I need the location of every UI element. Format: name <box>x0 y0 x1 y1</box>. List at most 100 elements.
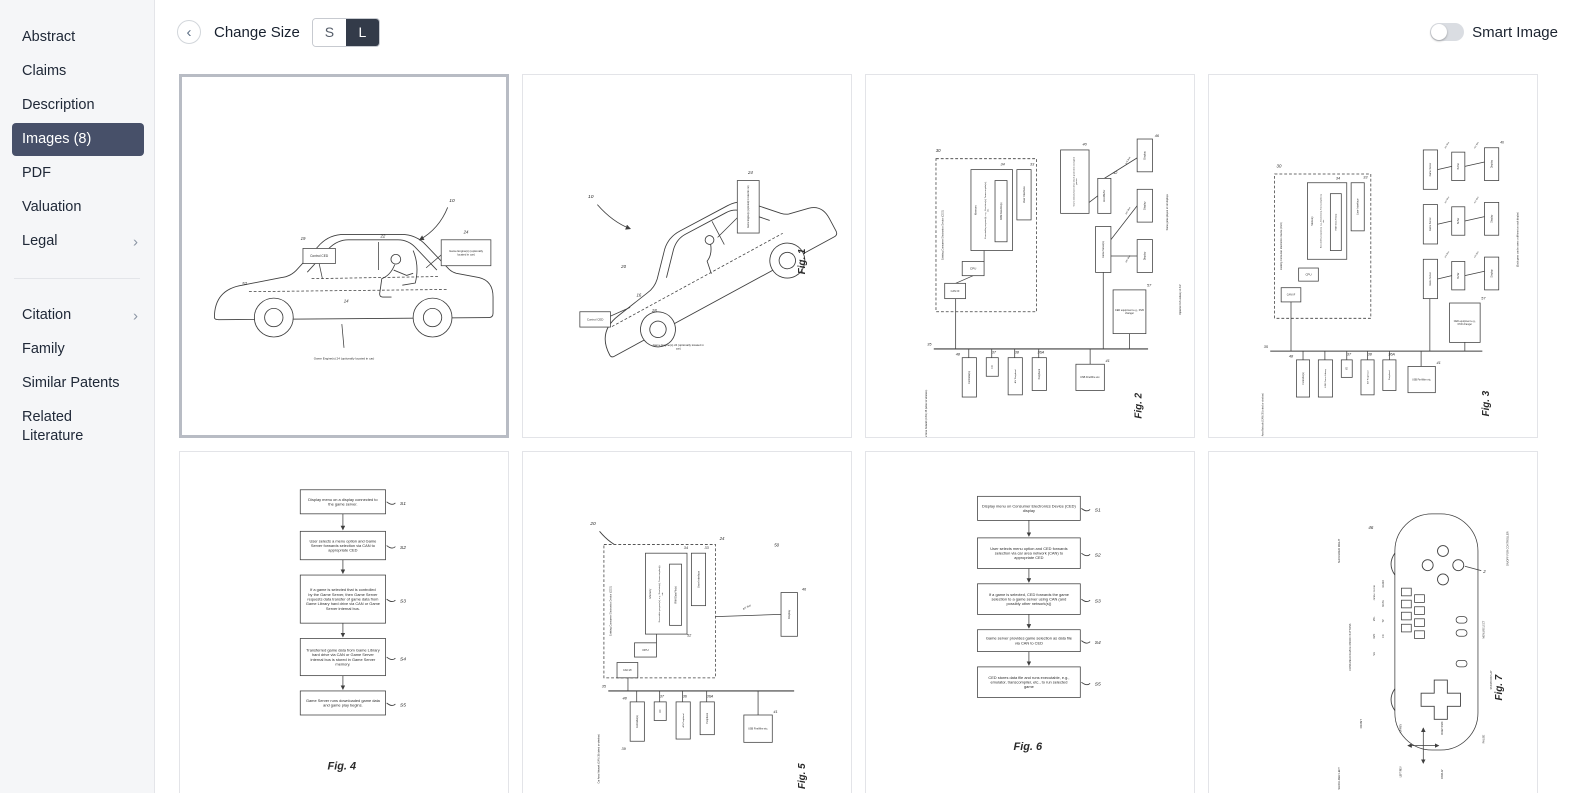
sidebar-item-family[interactable]: Family <box>22 341 65 357</box>
svg-text:46: 46 <box>802 587 807 591</box>
svg-text:A/V Bus: A/V Bus <box>1444 141 1450 149</box>
smart-image-toggle[interactable] <box>1430 23 1465 41</box>
sidebar-item-citation[interactable]: Citation› <box>22 307 138 324</box>
svg-text:Game Server(s): Game Server(s) <box>1102 241 1105 258</box>
svg-text:USB FireWire etc.: USB FireWire etc. <box>748 728 768 731</box>
svg-text:34: 34 <box>1336 176 1340 180</box>
svg-text:14: 14 <box>344 298 349 303</box>
svg-text:CAN I/F: CAN I/F <box>951 290 960 293</box>
svg-text:Fig. 4: Fig. 4 <box>328 761 357 773</box>
svg-text:Car Area Network (CAN) 35 (wir: Car Area Network (CAN) 35 (wired or wire… <box>598 734 601 784</box>
svg-text:10: 10 <box>588 194 594 200</box>
svg-text:48: 48 <box>1289 355 1294 359</box>
svg-text:A/V Bus: A/V Bus <box>1473 251 1479 259</box>
svg-text:A/V Bus: A/V Bus <box>1473 141 1479 149</box>
svg-text:48: 48 <box>956 352 961 356</box>
svg-text:30: 30 <box>1277 163 1282 168</box>
svg-text:Executable program(s), e.g., E: Executable program(s), e.g., Emulator(s)… <box>1320 193 1325 248</box>
svg-text:START/DISPLAY: START/DISPLAY <box>1490 670 1493 689</box>
sidebar-item-claims[interactable]: Claims <box>22 63 67 79</box>
sidebar-item-related-literature[interactable]: Related Literature <box>22 409 84 444</box>
svg-text:Game Server: Game Server <box>1429 272 1432 286</box>
svg-text:RADIO: RADIO <box>1382 580 1385 588</box>
sidebar-item-description[interactable]: Description <box>22 97 95 113</box>
svg-text:36A: 36A <box>707 695 714 699</box>
svg-text:MENU/SELECT: MENU/SELECT <box>1483 620 1486 638</box>
svg-text:35: 35 <box>602 685 607 689</box>
svg-text:S4: S4 <box>1095 640 1101 646</box>
svg-text:2: 2 <box>1482 569 1486 574</box>
figure-drawing-ced-flowchart: Display menu on Consumer Electronics Dev… <box>977 495 1101 753</box>
svg-text:33: 33 <box>705 546 710 550</box>
svg-text:33: 33 <box>1030 162 1035 166</box>
svg-text:41: 41 <box>1106 359 1110 363</box>
size-option-l[interactable]: L <box>345 18 379 46</box>
svg-text:User Interface: User Interface <box>696 570 700 588</box>
svg-text:LEFT/REV: LEFT/REV <box>1400 766 1402 777</box>
svg-text:Display: Display <box>1491 214 1494 223</box>
svg-text:S1: S1 <box>400 501 406 507</box>
svg-text:RAM Data File(s): RAM Data File(s) <box>1335 214 1338 231</box>
svg-text:Controller(s): Controller(s) <box>636 715 639 728</box>
svg-text:A/V Bus: A/V Bus <box>742 604 752 611</box>
svg-text:S2: S2 <box>1095 552 1101 558</box>
sidebar-item-similar-patents[interactable]: Similar Patents <box>22 375 120 391</box>
svg-text:VG: VG <box>1373 652 1376 656</box>
svg-text:User Interface: User Interface <box>1356 198 1360 215</box>
figure-thumbnail-7[interactable]: Display menu on Consumer Electronics Dev… <box>865 451 1195 793</box>
sidebar-item-pdf[interactable]: PDF <box>22 165 51 181</box>
back-button[interactable]: ‹ <box>177 20 201 44</box>
svg-text:CAN I/F: CAN I/F <box>623 669 632 672</box>
sidebar-item-images-8[interactable]: Images (8) <box>12 123 144 156</box>
svg-text:33: 33 <box>1363 175 1368 179</box>
svg-text:36A: 36A <box>1038 350 1045 354</box>
svg-text:Car Area Network (CAN) 35 (wir: Car Area Network (CAN) 35 (wired or wire… <box>925 390 928 437</box>
svg-text:Controller(s): Controller(s) <box>1302 372 1305 385</box>
svg-text:Fig. 1: Fig. 1 <box>797 249 808 275</box>
svg-text:Game Library hard drive shock: Game Library hard drive shock protected … <box>1072 156 1078 206</box>
svg-text:A/V Peripheral: A/V Peripheral <box>1014 369 1017 384</box>
svg-text:37: 37 <box>660 695 665 699</box>
svg-text:Display: Display <box>1143 251 1147 260</box>
svg-text:Existing Consumer Electronics: Existing Consumer Electronics Device (CE… <box>609 586 612 636</box>
sidebar-item-abstract[interactable]: Abstract <box>22 29 76 45</box>
svg-text:TV: TV <box>1382 619 1385 622</box>
svg-text:S4: S4 <box>400 656 406 662</box>
svg-text:Existing Consumer Electronics: Existing Consumer Electronics Device (CE… <box>1280 222 1283 270</box>
svg-text:Fig. 6: Fig. 6 <box>1014 741 1043 753</box>
svg-text:24: 24 <box>719 536 725 541</box>
svg-text:Display: Display <box>1491 159 1494 168</box>
svg-text:Memory: Memory <box>973 205 977 215</box>
svg-text:34: 34 <box>684 546 688 550</box>
svg-text:36: 36 <box>683 695 688 699</box>
svg-text:Peripheral: Peripheral <box>1038 368 1041 379</box>
svg-text:FRONT: FRONT <box>1359 719 1363 729</box>
svg-text:OPEN / CLOSE: OPEN / CLOSE <box>1374 584 1376 600</box>
svg-text:USB FireWire etc.: USB FireWire etc. <box>1080 376 1100 379</box>
svg-text:Game Server: Game Server <box>1429 163 1432 177</box>
size-option-s[interactable]: S <box>312 18 346 46</box>
sidebar-item-valuation[interactable]: Valuation <box>22 199 82 215</box>
svg-text:PAUSE: PAUSE <box>1482 734 1486 743</box>
svg-text:Game Engine(s) 24 (optionally: Game Engine(s) 24 (optionally located in… <box>314 357 375 361</box>
svg-text:Buffer: Buffer <box>1457 218 1460 225</box>
svg-text:A/V Peripheral: A/V Peripheral <box>682 713 685 728</box>
sidebar-item-legal[interactable]: Legal› <box>22 233 138 250</box>
svg-text:52: 52 <box>687 633 692 637</box>
svg-text:Executable program(s), e.g., E: Executable program(s), e.g., Emulator(s)… <box>658 565 664 623</box>
svg-text:Game server provides game sele: Game server provides game selection as d… <box>986 636 1072 646</box>
